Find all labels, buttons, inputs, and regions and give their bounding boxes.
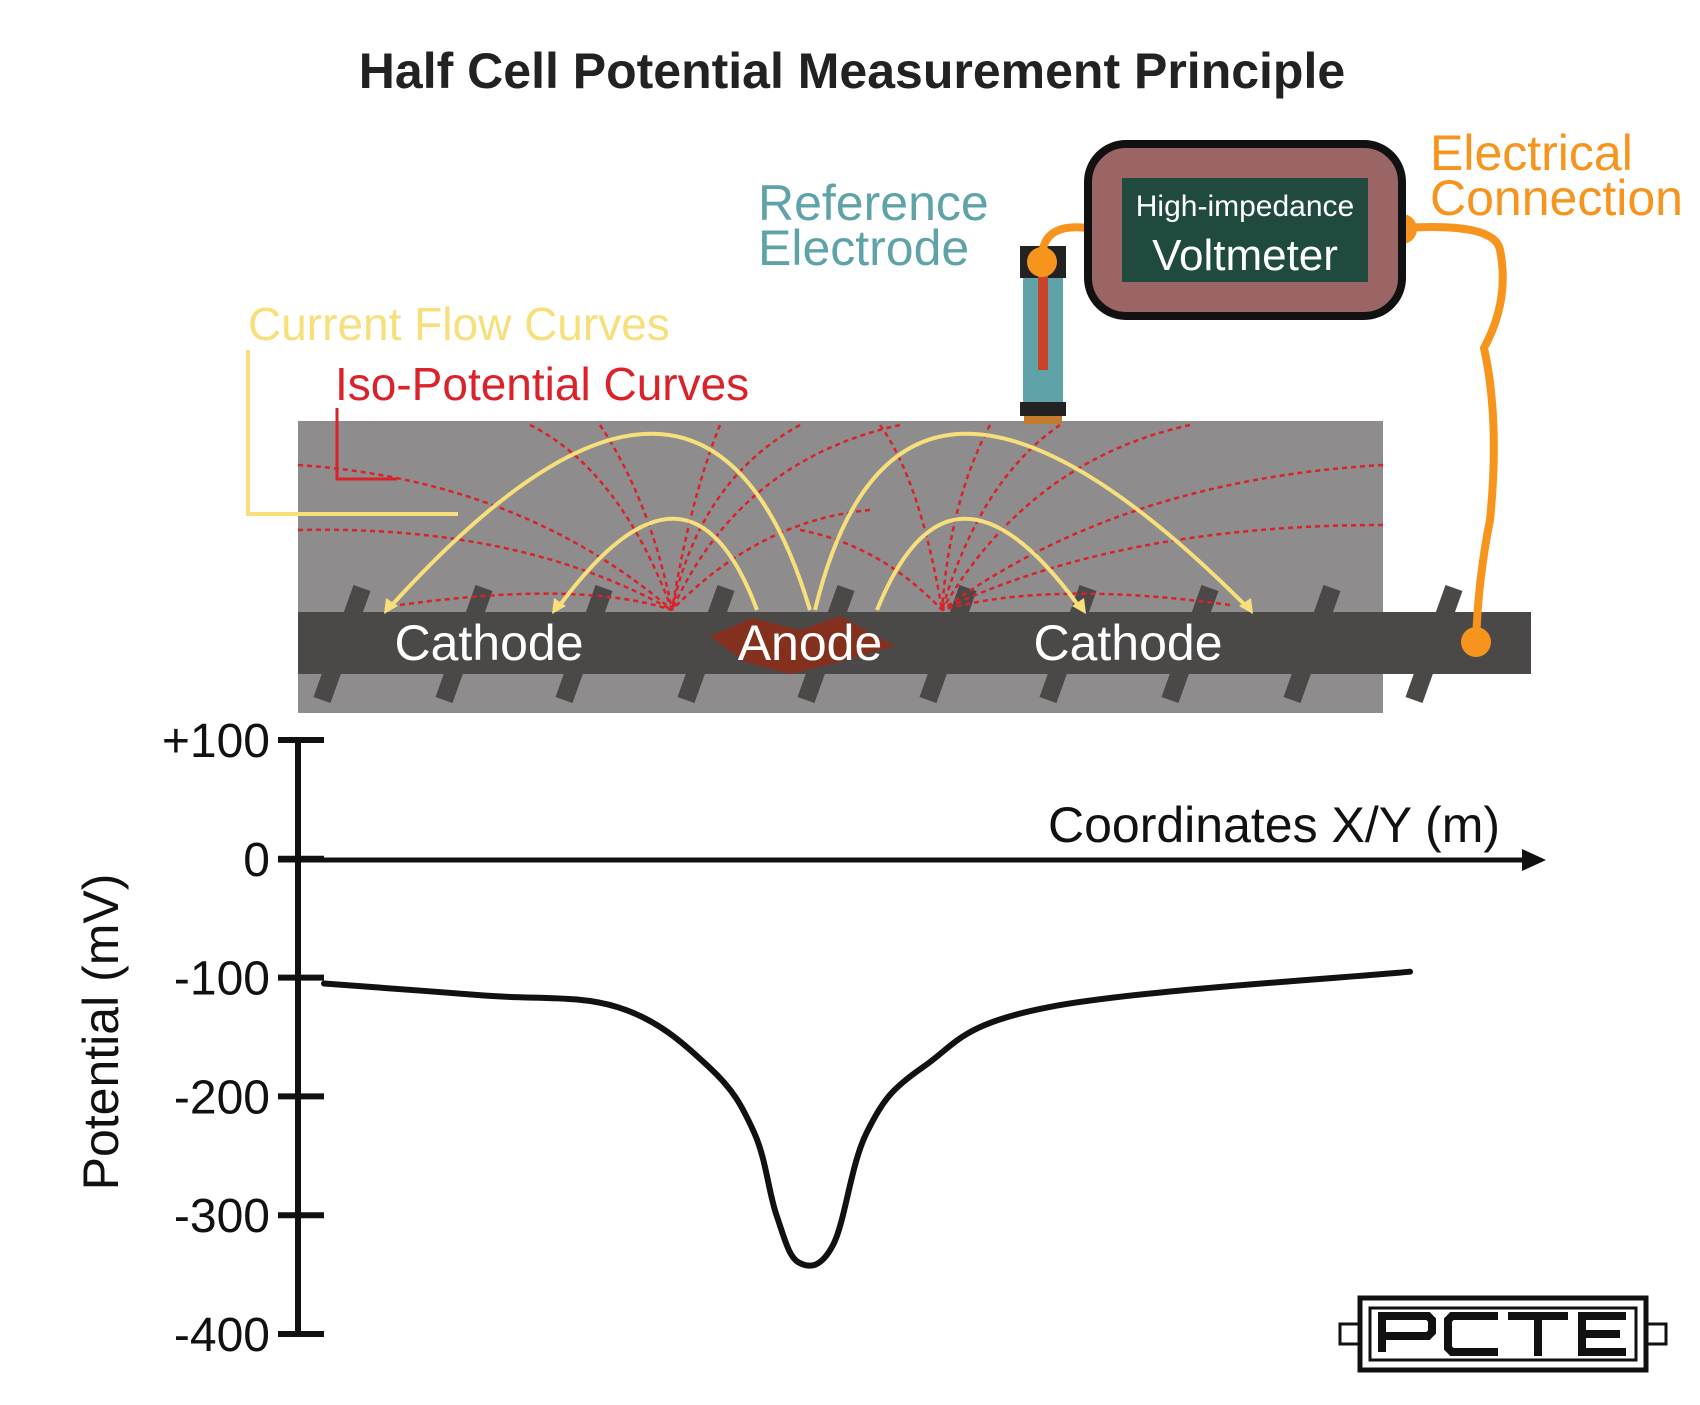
cathode-right-label: Cathode [1033, 615, 1222, 671]
electrical-connection-label-line2: Connection [1430, 170, 1683, 226]
y-tick-label: -100 [174, 953, 270, 1006]
iso-potential-curves [297, 423, 1384, 612]
anode-label: Anode [738, 615, 883, 671]
current-flow-label: Current Flow Curves [248, 298, 670, 350]
voltmeter [1084, 140, 1406, 320]
anode-corrosion [710, 616, 895, 674]
voltmeter-label-line1: High-impedance [1136, 190, 1354, 223]
reference-electrode-label-line2: Electrode [758, 220, 969, 276]
y-tick-label: -400 [174, 1309, 270, 1362]
current-flow-arrowheads [384, 598, 1253, 614]
x-axis-arrowhead [1522, 849, 1546, 871]
diagram-title: Half Cell Potential Measurement Principl… [359, 43, 1345, 99]
iso-potential-label: Iso-Potential Curves [335, 358, 749, 410]
rebar [298, 612, 1531, 674]
y-tick-label: 0 [243, 834, 270, 887]
voltmeter-label-line2: Voltmeter [1152, 231, 1338, 280]
y-tick-label: -300 [174, 1190, 270, 1243]
y-ticks: +100 0 -100 -200 -300 -400 [162, 715, 324, 1362]
potential-series-line [321, 968, 1413, 1269]
current-flow-curves [246, 350, 1247, 611]
pcte-logo [1338, 1295, 1668, 1373]
y-tick-label: +100 [162, 715, 270, 768]
potential-chart: +100 0 -100 -200 -300 -400 Coordinates X/Y (m… [73, 715, 1546, 1362]
electrical-connection-label-line1: Electrical [1430, 125, 1633, 181]
reference-electrode-label-line1: Reference [758, 175, 989, 231]
y-tick-label: -200 [174, 1071, 270, 1124]
x-axis-label: Coordinates X/Y (m) [1048, 797, 1500, 853]
cathode-left-label: Cathode [394, 615, 583, 671]
y-axis-label: Potential (mV) [73, 874, 129, 1191]
iso-potential-leader [335, 408, 397, 481]
rebar-terminal [1461, 627, 1491, 657]
electrode-terminal [1027, 247, 1057, 277]
